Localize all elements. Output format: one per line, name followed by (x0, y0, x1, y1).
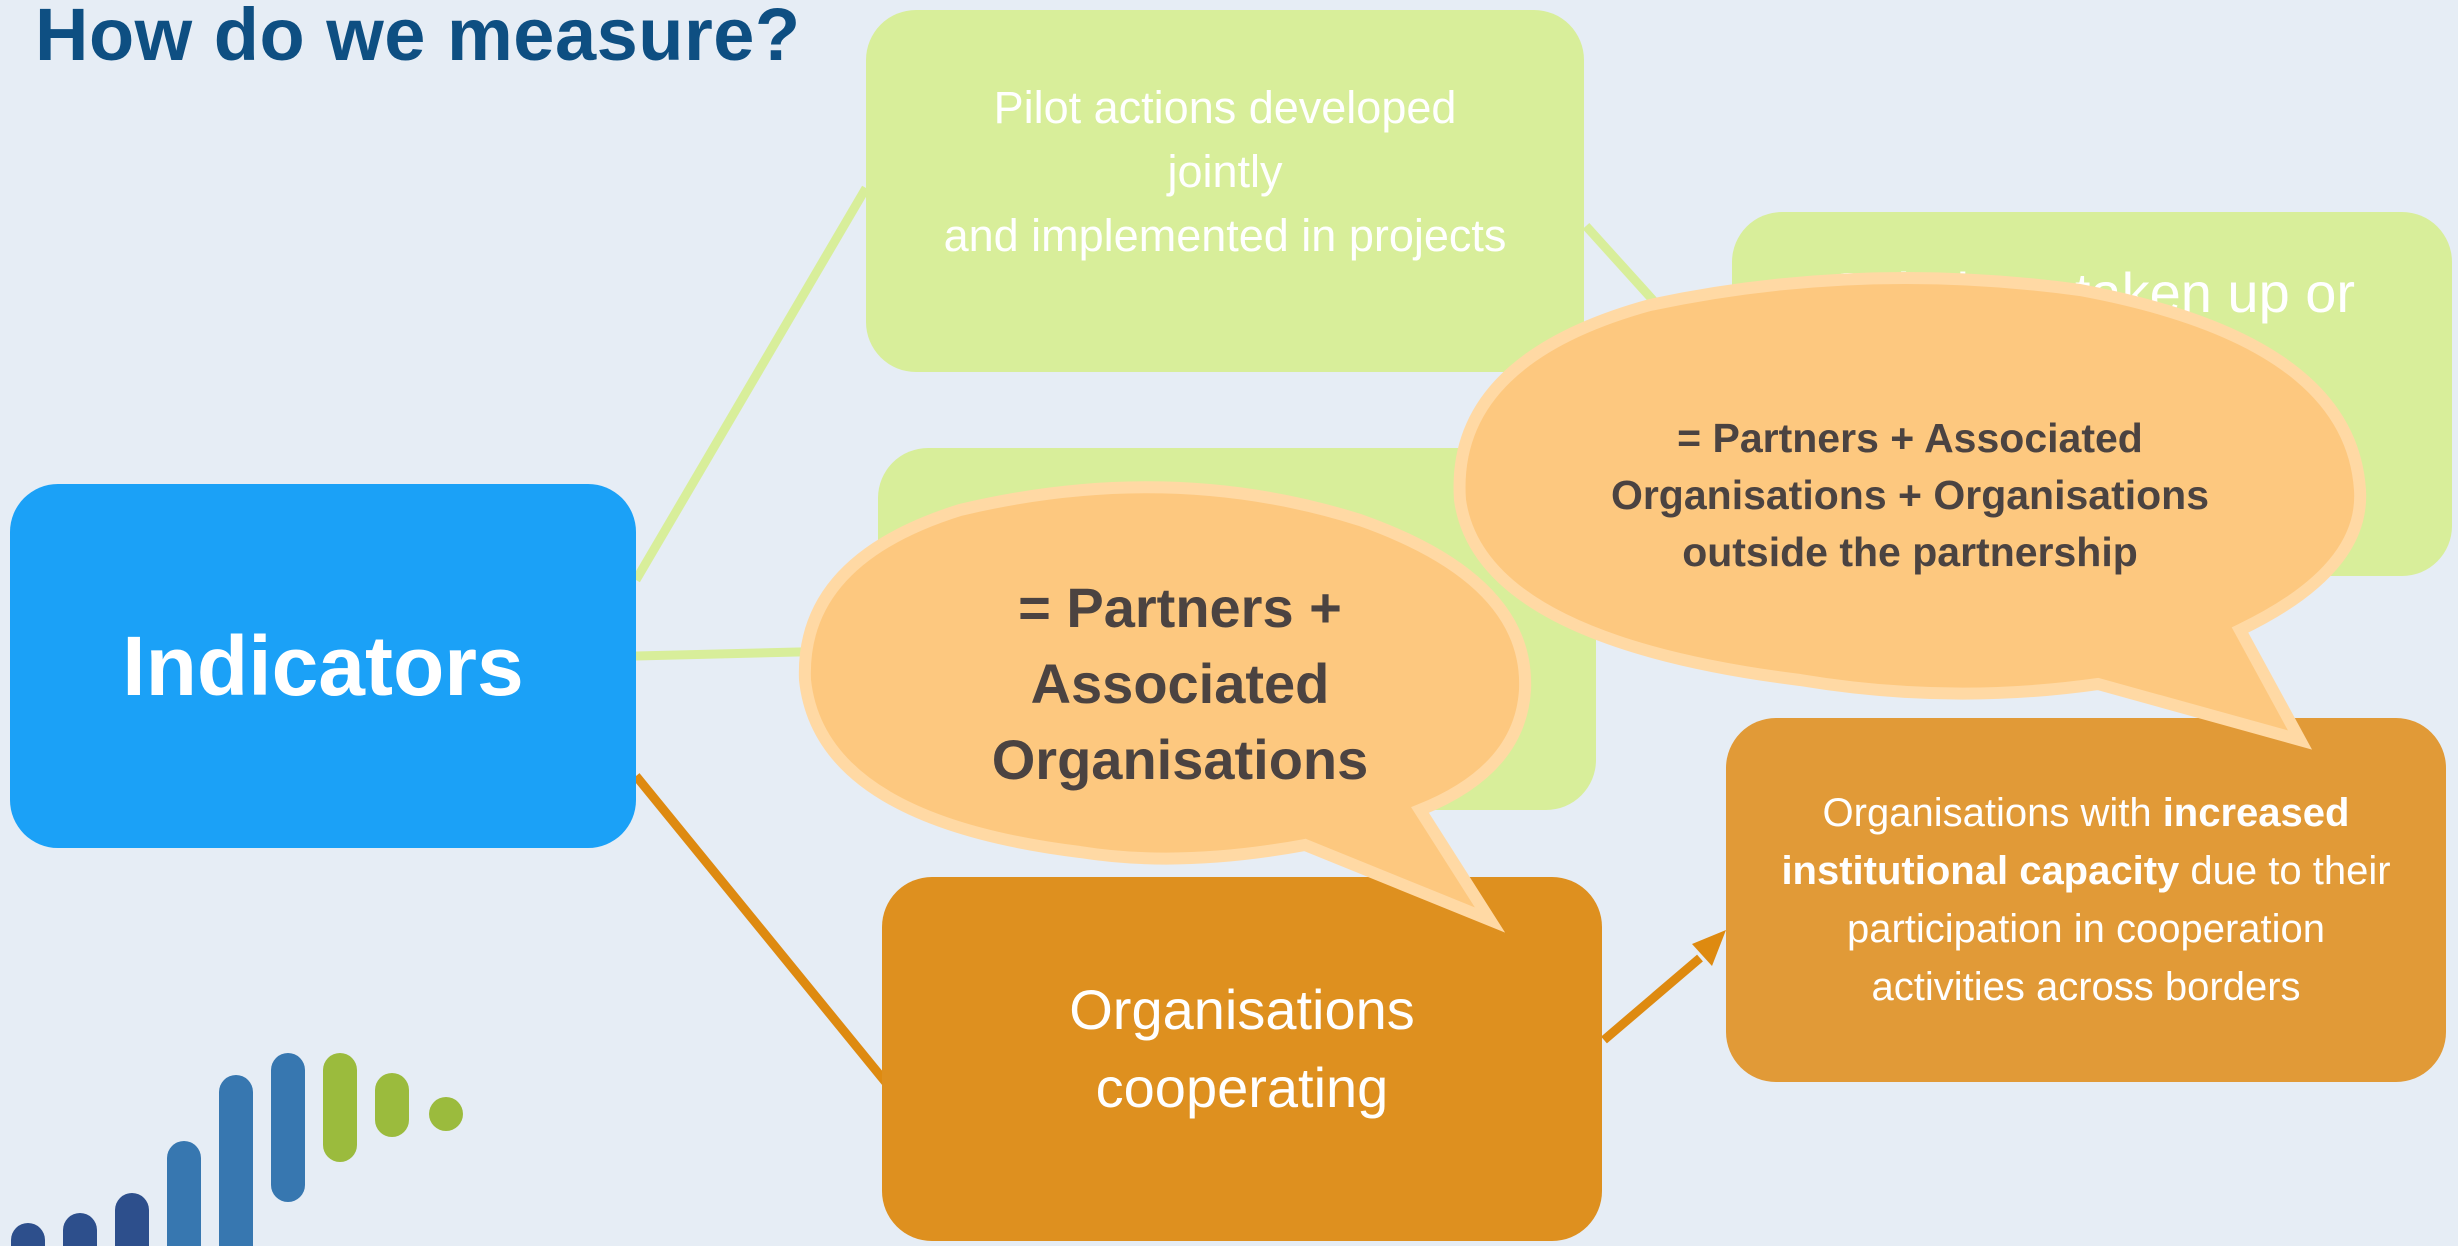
institutional-capacity-box: Organisations with increased institution… (1726, 718, 2446, 1082)
page-title: How do we measure? (35, 0, 801, 76)
pilot-actions-box: Pilot actions developed jointly and impl… (866, 10, 1584, 372)
capacity-text: Organisations with increased institution… (1781, 791, 2391, 1009)
connector-to-cooperating (632, 773, 896, 1093)
pilot-actions-line-3: and implemented in projects (943, 210, 1507, 261)
bubble-all-organisations-text: = Partners + Associated Organisations + … (1610, 415, 2210, 575)
organisations-cooperating-box: Organisations cooperating (882, 877, 1602, 1241)
pilot-actions-line-2: jointly (1167, 146, 1283, 197)
connector-cooperating-to-capacity (1601, 954, 1703, 1044)
bubble-partners-shape (798, 481, 1532, 933)
cooperating-line-1: Organisations (1069, 978, 1415, 1041)
indicators-label: Indicators (122, 618, 524, 713)
bubble-partners-text: = Partners + Associated Organisations (991, 576, 1369, 791)
bubble-all-organisations-shape (1453, 272, 2367, 750)
pilot-actions-line-1: Pilot actions developed (993, 82, 1457, 133)
indicators-box: Indicators (10, 484, 636, 848)
arrowhead-icon (1692, 930, 1726, 966)
connector-to-pilot (632, 185, 870, 583)
cooperating-line-2: cooperating (1095, 1056, 1389, 1119)
